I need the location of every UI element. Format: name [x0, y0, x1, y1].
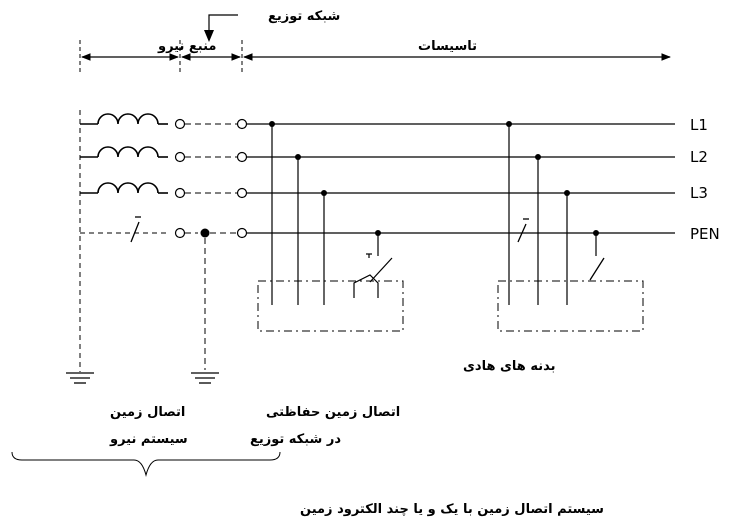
conductive-parts-label: بدنه های هادی	[463, 359, 556, 374]
conductive-body-2	[497, 280, 644, 332]
source-coils	[80, 113, 168, 194]
distribution-earth-label-line2: در شبکه توزیع	[250, 432, 341, 447]
diagram-caption: سیستم اتصال زمین با یک و یا چند الکترود …	[300, 502, 604, 517]
load-2-dots	[506, 121, 599, 236]
conductor-label-pen: PEN	[690, 225, 720, 243]
conductor-label-l1: L1	[690, 116, 708, 134]
load-2-switches	[517, 218, 605, 281]
conductor-label-l3: L3	[690, 184, 708, 202]
main-conductors	[247, 123, 675, 234]
grouping-brace	[11, 451, 281, 477]
distribution-pointer-arrow	[204, 14, 238, 42]
source-pen-switch	[130, 216, 141, 243]
distribution-dashed-segments	[185, 123, 237, 370]
source-earth-label-line1: اتصال زمین	[110, 405, 185, 420]
load-1-pe-switch	[353, 253, 393, 298]
conductor-label-l2: L2	[690, 148, 708, 166]
source-earth-symbol	[66, 372, 94, 384]
distribution-earth-label-line1: اتصال زمین حفاظتی	[266, 405, 400, 420]
source-dashed-lines	[79, 110, 168, 372]
distribution-earth-symbol	[191, 372, 219, 384]
load-1-connections	[271, 124, 379, 305]
conductive-body-1	[257, 280, 404, 332]
distribution-earth-node	[200, 228, 210, 238]
terminals	[174, 118, 248, 239]
installation-label: تاسیسات	[418, 39, 477, 54]
load-1-dots	[269, 121, 381, 236]
extent-markers	[79, 40, 243, 72]
distribution-network-title: شبکه توزیع	[268, 9, 340, 24]
source-earth-label-line2: سیستم نیرو	[109, 432, 188, 447]
load-2-connections	[508, 124, 597, 305]
power-source-label: منبع نیرو	[157, 39, 216, 54]
